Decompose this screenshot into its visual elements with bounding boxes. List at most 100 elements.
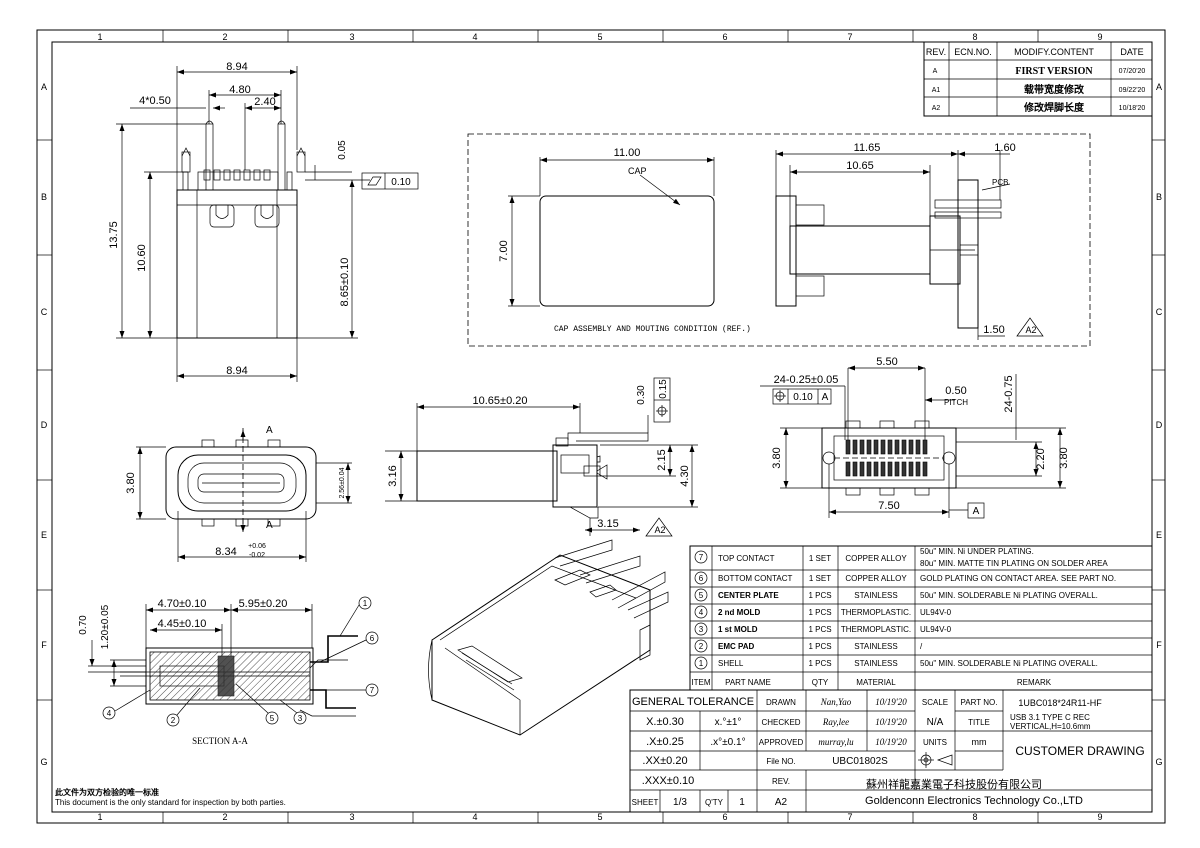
row-label: B bbox=[41, 192, 47, 202]
bom-item: 3 bbox=[699, 625, 704, 634]
dim-top-width: 8.94 bbox=[226, 61, 247, 73]
side-dim-315: 3.15 bbox=[597, 518, 618, 530]
rev-row-rev: A1 bbox=[932, 87, 941, 94]
tol-xxx: .XXX±0.10 bbox=[642, 775, 695, 787]
bom-remark: UL94V-0 bbox=[920, 608, 952, 617]
bom-remark: / bbox=[920, 642, 923, 651]
ecn-header: ECN.NO. bbox=[954, 47, 992, 57]
ang-tol-2: .x°±0.1° bbox=[710, 737, 745, 748]
col-label: 3 bbox=[349, 32, 354, 42]
row-label: E bbox=[41, 530, 47, 540]
dim-bottom-width: 8.94 bbox=[226, 365, 247, 377]
sheet-label: SHEET bbox=[632, 798, 659, 807]
bom-remark: 50u" MIN. SOLDERABLE Ni PLATING OVERALL. bbox=[920, 591, 1098, 600]
sec-dim-445: 4.45±0.10 bbox=[158, 618, 207, 630]
row-labels-right: A B C D E F G bbox=[1155, 82, 1162, 767]
end-dim-834: 8.34 bbox=[215, 546, 236, 558]
section-caption: SECTION A-A bbox=[192, 736, 248, 746]
rev-row-content: 修改焊脚长度 bbox=[1023, 101, 1085, 114]
bom-material: STAINLESS bbox=[854, 591, 897, 600]
col-label: 5 bbox=[597, 812, 602, 822]
bom-item: 1 bbox=[699, 659, 704, 668]
rev-row-rev: A2 bbox=[932, 105, 941, 112]
cap-dim-height: 7.00 bbox=[498, 240, 510, 261]
pcb-position-frame bbox=[772, 388, 832, 405]
pcb-dim-550: 5.50 bbox=[876, 356, 897, 368]
end-view: A A 3.80 2.56±0.04 8.34 +0.06 -0.02 bbox=[125, 425, 352, 562]
column-labels-bottom: 1 2 3 4 5 6 7 8 9 bbox=[97, 812, 1102, 822]
bom-name: SHELL bbox=[718, 659, 744, 668]
scale-label: SCALE bbox=[922, 698, 948, 707]
side-dim-1065: 10.65±0.20 bbox=[473, 395, 528, 407]
row-label: A bbox=[1156, 82, 1162, 92]
bom-header-remark: REMARK bbox=[1017, 678, 1052, 687]
row-label: F bbox=[41, 640, 47, 650]
callout-1: 1 bbox=[363, 599, 368, 608]
revision-table: REV. ECN.NO. MODIFY.CONTENT DATE A FIRST… bbox=[923, 41, 1153, 117]
bom-remark: 80u" MIN. MATTE TIN PLATING ON SOLDER AR… bbox=[920, 559, 1108, 568]
bom-qty: 1 PCS bbox=[808, 659, 831, 668]
cap-dim-1165: 11.65 bbox=[854, 142, 881, 154]
isometric-view bbox=[428, 539, 669, 736]
front-view: 8.94 4.80 2.40 4*0.50 0.05 0.10 13.75 10… bbox=[108, 61, 419, 382]
bom-remark: GOLD PLATING ON CONTACT AREA. SEE PART N… bbox=[920, 574, 1116, 583]
dim-240: 2.40 bbox=[254, 96, 275, 108]
rev-header: REV. bbox=[926, 47, 946, 57]
col-label: 7 bbox=[847, 812, 852, 822]
bom-qty: 1 PCS bbox=[808, 608, 831, 617]
pcb-pads-bottom bbox=[845, 461, 928, 477]
col-label: 6 bbox=[722, 32, 727, 42]
bom-header-material: MATERIAL bbox=[856, 678, 896, 687]
end-dim-834-plus: +0.06 bbox=[248, 543, 266, 550]
dim-1060: 10.60 bbox=[136, 244, 148, 272]
pitch-label: PITCH bbox=[944, 398, 968, 407]
dim-865: 8.65±0.10 bbox=[339, 258, 351, 307]
pcb-datum: A bbox=[973, 506, 980, 517]
rev-label: REV. bbox=[772, 777, 790, 786]
tol-xx: .XX±0.20 bbox=[642, 755, 687, 767]
pcb-dim-pins: 24-0.25±0.05 bbox=[774, 374, 839, 386]
side-dim-030: 0.30 bbox=[636, 385, 647, 405]
row-label: G bbox=[1155, 757, 1162, 767]
title-block: GENERAL TOLERANCE X.±0.30 .X±0.25 .XX±0.… bbox=[629, 689, 1153, 813]
callout-6: 6 bbox=[370, 634, 375, 643]
pcb-dim-750: 7.50 bbox=[878, 500, 899, 512]
sheet-value: 1/3 bbox=[673, 797, 687, 808]
col-label: 4 bbox=[472, 32, 477, 42]
border-ticks bbox=[37, 30, 1165, 823]
rev-row-date: 10/18'20 bbox=[1119, 105, 1146, 112]
note-cn: 此文件为双方检验的唯一标准 bbox=[55, 787, 159, 797]
column-labels-top: 1 2 3 4 5 6 7 8 9 bbox=[97, 32, 1102, 42]
row-label: G bbox=[40, 757, 47, 767]
scale-value: N/A bbox=[927, 717, 944, 728]
drawn-label: DRAWN bbox=[766, 698, 796, 707]
cap-dim-160: 1.60 bbox=[994, 142, 1015, 154]
bom-name: 2 nd MOLD bbox=[718, 608, 760, 617]
sec-dim-470: 4.70±0.10 bbox=[158, 598, 207, 610]
col-label: 9 bbox=[1097, 812, 1102, 822]
bom-name: 1 st MOLD bbox=[718, 625, 758, 634]
bom-remark: UL94V-0 bbox=[920, 625, 952, 634]
pcb-dim-380-right: 3.80 bbox=[1058, 447, 1070, 468]
checked-label: CHECKED bbox=[761, 718, 800, 727]
flatness-value: 0.10 bbox=[391, 177, 411, 188]
col-label: 2 bbox=[222, 812, 227, 822]
row-label: D bbox=[1156, 420, 1163, 430]
dim-1375: 13.75 bbox=[108, 221, 120, 249]
title-line-2: VERTICAL,H=10.6mm bbox=[1010, 722, 1091, 731]
side-position-tol: 0.15 bbox=[658, 379, 669, 399]
general-tolerance: GENERAL TOLERANCE bbox=[632, 696, 754, 708]
pcb-label: PCB bbox=[992, 178, 1008, 187]
row-label: C bbox=[1156, 307, 1163, 317]
end-dim-380: 3.80 bbox=[125, 472, 137, 493]
bom-qty: 1 PCS bbox=[808, 591, 831, 600]
approved-date: 10/19'20 bbox=[875, 737, 907, 747]
part-no-label: PART NO. bbox=[961, 698, 998, 707]
pcb-pads-top bbox=[845, 439, 928, 455]
bom-table: 7 TOP CONTACT 1 SET COPPER ALLOY 50u" MI… bbox=[689, 545, 1153, 691]
pcb-layout-view: 24-0.25±0.05 0.10 A 5.50 0.50 PITCH 24-0… bbox=[760, 356, 1070, 519]
file-label: File NO. bbox=[766, 757, 795, 766]
row-label: D bbox=[41, 420, 48, 430]
pcb-dim-pads: 24-0.75 bbox=[1003, 375, 1015, 412]
bom-material: COPPER ALLOY bbox=[845, 574, 907, 583]
